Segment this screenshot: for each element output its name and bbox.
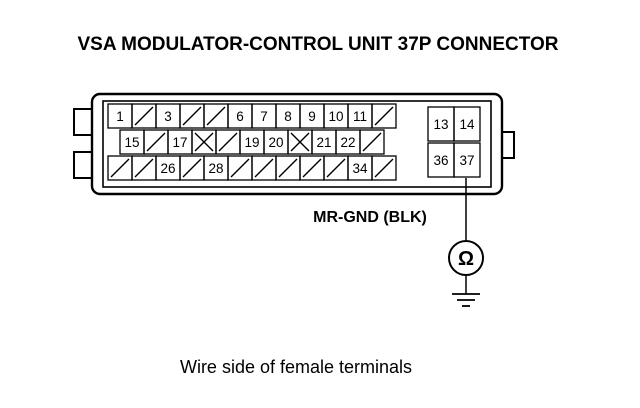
row3-blank-11	[371, 155, 397, 181]
terminal-14: 14	[453, 106, 481, 142]
row2-blank-3	[191, 129, 217, 155]
row3-blank-5	[227, 155, 253, 181]
row3-blank-8	[299, 155, 325, 181]
svg-text:22: 22	[340, 135, 355, 150]
row3-blank-1	[131, 155, 157, 181]
terminal-11: 11	[347, 103, 373, 129]
svg-text:13: 13	[433, 117, 448, 132]
svg-text:15: 15	[124, 135, 139, 150]
ground-icon	[452, 293, 480, 307]
svg-text:20: 20	[268, 135, 283, 150]
row3-blank-0	[107, 155, 133, 181]
terminal-6: 6	[227, 103, 253, 129]
svg-text:1: 1	[116, 109, 124, 124]
terminal-10: 10	[323, 103, 349, 129]
svg-text:19: 19	[244, 135, 259, 150]
svg-text:10: 10	[328, 109, 343, 124]
terminal-19: 19	[239, 129, 265, 155]
terminal-7: 7	[251, 103, 277, 129]
terminal-3: 3	[155, 103, 181, 129]
row1-blank-1	[131, 103, 157, 129]
row1-blank-11	[371, 103, 397, 129]
terminal-22: 22	[335, 129, 361, 155]
left-latch-bottom	[73, 151, 93, 179]
row1-blank-4	[203, 103, 229, 129]
svg-text:6: 6	[236, 109, 244, 124]
terminal-17: 17	[167, 129, 193, 155]
wire-label: MR-GND (BLK)	[313, 209, 427, 226]
row2-blank-1	[143, 129, 169, 155]
row2-blank-10	[359, 129, 385, 155]
terminal-36: 36	[427, 142, 455, 178]
row3-blank-9	[323, 155, 349, 181]
row2-blank-4	[215, 129, 241, 155]
svg-text:17: 17	[172, 135, 187, 150]
row3-blank-6	[251, 155, 277, 181]
row3-blank-7	[275, 155, 301, 181]
diagram-caption: Wire side of female terminals	[180, 357, 412, 377]
terminal-28: 28	[203, 155, 229, 181]
terminal-9: 9	[299, 103, 325, 129]
svg-text:7: 7	[260, 109, 268, 124]
terminal-15: 15	[119, 129, 145, 155]
svg-text:37: 37	[459, 153, 474, 168]
svg-text:14: 14	[459, 117, 475, 132]
row1-blank-3	[179, 103, 205, 129]
svg-text:3: 3	[164, 109, 172, 124]
terminal-cavity	[102, 100, 492, 188]
terminal-8: 8	[275, 103, 301, 129]
ohm-symbol: Ω	[458, 248, 474, 270]
svg-text:26: 26	[160, 161, 175, 176]
row3-blank-3	[179, 155, 205, 181]
svg-text:11: 11	[353, 109, 367, 124]
row2-blank-7	[287, 129, 313, 155]
svg-text:34: 34	[352, 161, 368, 176]
svg-text:36: 36	[433, 153, 448, 168]
svg-text:8: 8	[284, 109, 292, 124]
svg-text:9: 9	[308, 109, 316, 124]
terminal-26: 26	[155, 155, 181, 181]
terminal-20: 20	[263, 129, 289, 155]
diagram-title: VSA MODULATOR-CONTROL UNIT 37P CONNECTOR	[77, 34, 558, 55]
svg-text:21: 21	[316, 135, 331, 150]
right-latch	[501, 131, 515, 159]
terminal-1: 1	[107, 103, 133, 129]
terminal-21: 21	[311, 129, 337, 155]
left-latch-top	[73, 108, 93, 136]
terminal-13: 13	[427, 106, 455, 142]
svg-text:28: 28	[208, 161, 223, 176]
terminal-34: 34	[347, 155, 373, 181]
terminal-37: 37	[453, 142, 481, 178]
